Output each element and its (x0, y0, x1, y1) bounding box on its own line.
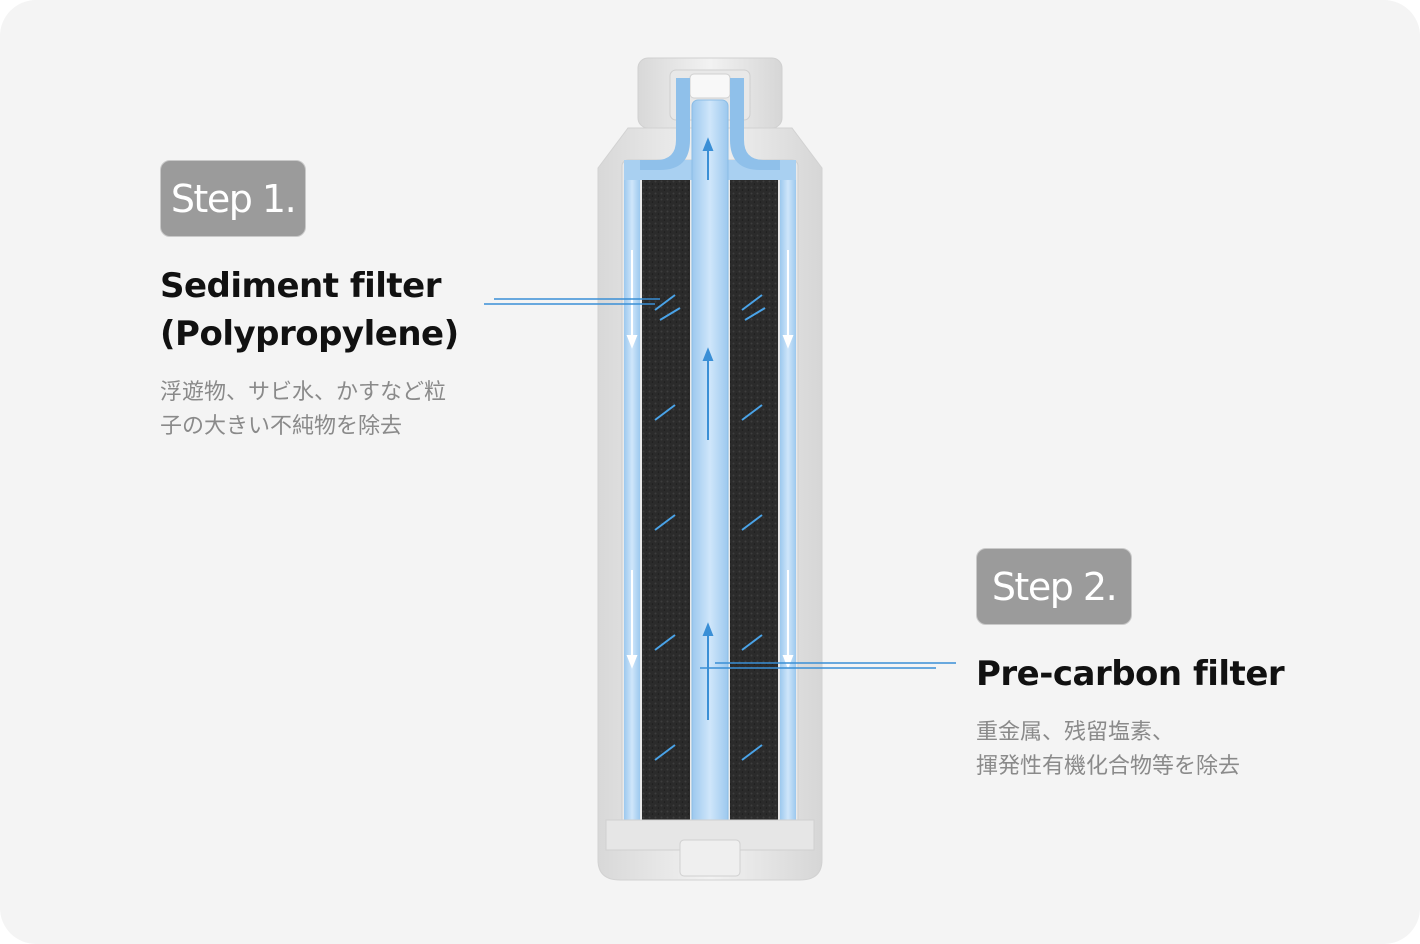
step2-badge: Step 2. (976, 548, 1132, 625)
step2-pointer-line (700, 662, 956, 669)
step1-pointer-line (484, 298, 660, 305)
step1-description: 浮遊物、サビ水、かすなど粒 (160, 380, 447, 405)
step2-description: 重金属、残留塩素、 (976, 720, 1175, 745)
step1-heading-subtitle: (Polypropylene) (160, 314, 459, 354)
center-tube (691, 99, 729, 841)
step1-badge: Step 1. (160, 160, 306, 237)
center-flow-arrows (702, 137, 714, 720)
flow-arrows (626, 250, 794, 669)
outlet-pipe (730, 78, 780, 170)
bottom-cap (605, 819, 815, 877)
step2-heading: Pre-carbon filter (976, 654, 1285, 694)
step2-description: 揮発性有機化合物等を除去 (976, 754, 1241, 779)
step1-description: 子の大きい不純物を除去 (160, 414, 403, 439)
filter-media-right (730, 180, 778, 820)
flow-sparkles (654, 294, 766, 761)
filter-media-left (642, 180, 690, 820)
inlet-pipe (640, 78, 690, 170)
step1-heading: Sediment filter (160, 266, 442, 306)
